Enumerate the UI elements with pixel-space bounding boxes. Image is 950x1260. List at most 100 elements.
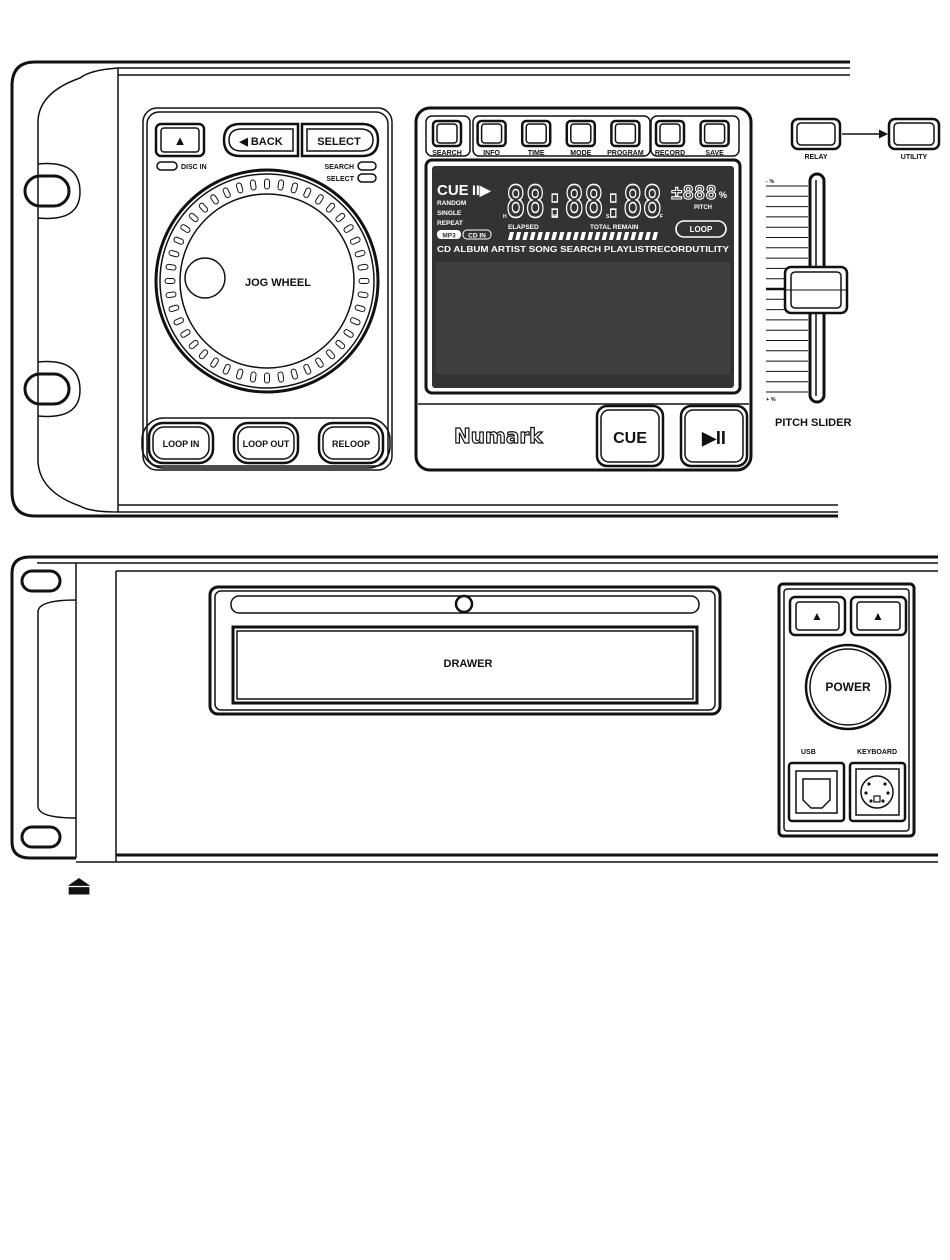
pitch-slider-fader[interactable]: [783, 265, 849, 315]
keyboard-port[interactable]: [848, 761, 907, 823]
jog-notch: [315, 357, 324, 368]
loop-in-button[interactable]: LOOP IN: [147, 421, 215, 465]
progress-segment: [565, 232, 572, 240]
jog-notch: [235, 368, 244, 380]
mode-single: SINGLE: [437, 210, 462, 217]
cue-indicator: CUE: [437, 182, 469, 199]
jog-notch: [277, 179, 285, 191]
pitch-digits: ±888: [671, 182, 717, 204]
lcd-screen: [424, 158, 742, 395]
display-button-time[interactable]: [520, 119, 552, 148]
jog-notch: [222, 363, 231, 375]
jog-notch: [335, 339, 346, 350]
loop-out-label: LOOP OUT: [243, 439, 290, 449]
progress-segment: [529, 232, 536, 240]
eject-button-right[interactable]: ▲: [849, 595, 908, 637]
play-pause-button[interactable]: ▶II: [679, 404, 749, 468]
jog-notch: [357, 263, 369, 271]
select-led-label: SELECT: [326, 176, 354, 183]
drawer-label: DRAWER: [444, 658, 493, 670]
jog-notch: [290, 182, 299, 194]
display-button-label: PROGRAM: [607, 150, 644, 157]
jog-notch: [168, 249, 180, 258]
jog-notch: [358, 278, 370, 284]
reloop-button[interactable]: RELOOP: [317, 421, 385, 465]
progress-segment: [637, 232, 644, 240]
brand-logo: Numark: [454, 424, 543, 448]
jog-wheel[interactable]: JOG WHEEL: [154, 168, 380, 394]
jog-notch: [315, 194, 324, 205]
eject-right-symbol: ▲: [872, 609, 884, 623]
mode-repeat: REPEAT: [437, 220, 463, 227]
jog-notch: [325, 349, 336, 360]
bottom-rack-ear: [10, 555, 938, 860]
jog-notch: [349, 236, 361, 245]
display-button-label: SEARCH: [432, 150, 462, 157]
cdin-badge: CD IN: [468, 233, 486, 240]
display-button-search[interactable]: [431, 119, 463, 148]
relay-label: RELAY: [804, 154, 827, 161]
bottom-mount-slot-lower: [20, 825, 62, 849]
lcd-text-area: [436, 262, 730, 374]
jog-notch: [188, 212, 199, 223]
display-button-mode[interactable]: [565, 119, 597, 148]
top-unit: ▲ ◀ BACK SELECT DISC IN SEARCH SELECT JO…: [10, 60, 941, 518]
progress-segment: [608, 232, 615, 240]
jog-notch: [325, 202, 336, 213]
eject-button[interactable]: ▲: [154, 122, 206, 158]
loop-in-label: LOOP IN: [163, 439, 200, 449]
power-button[interactable]: POWER: [804, 643, 892, 731]
drawer[interactable]: [231, 625, 699, 705]
jog-notch: [180, 224, 191, 233]
time-mark-m: M: [553, 214, 557, 220]
disc-in-led: [156, 161, 178, 171]
jog-notch: [357, 291, 369, 299]
cdin-badge-frame: [462, 229, 492, 240]
jog-finger-dimple: [184, 257, 226, 299]
back-label: ◀ BACK: [238, 136, 282, 148]
jog-notch: [168, 304, 180, 313]
pitch-unit: %: [719, 190, 727, 200]
eject-button-left[interactable]: ▲: [788, 595, 847, 637]
display-button-save[interactable]: [699, 119, 730, 148]
jog-notch: [249, 371, 257, 383]
jog-notch: [222, 187, 231, 199]
relay-button[interactable]: [790, 117, 842, 151]
lcd-segments: CUE II▶ RANDOM SINGLE REPEAT 88:88:88 H …: [437, 176, 730, 254]
back-button[interactable]: ◀ BACK: [222, 122, 300, 158]
search-led-label: SEARCH: [324, 164, 354, 171]
progress-segment: [572, 232, 579, 240]
cue-button[interactable]: CUE: [595, 404, 665, 468]
usb-port[interactable]: [787, 761, 846, 823]
select-label: SELECT: [317, 136, 361, 148]
drawer-frame: [208, 585, 722, 716]
mp3-badge: MP3: [442, 233, 456, 240]
footnote-eject-icon: ⏏: [67, 870, 92, 900]
pitch-slider-label: PITCH SLIDER: [775, 417, 851, 429]
bottom-unit: DRAWER ▲ ▲ POWER USB KEYBOARD: [10, 555, 938, 863]
jog-notch: [165, 291, 177, 299]
display-button-label: INFO: [483, 150, 500, 157]
pitch-lcd-label: PITCH: [694, 205, 712, 211]
jog-notch: [188, 339, 199, 350]
jog-notch: [290, 368, 299, 380]
select-button[interactable]: SELECT: [300, 122, 380, 158]
display-button-label: SAVE: [705, 150, 724, 157]
progress-segment: [601, 232, 608, 240]
eject-left-symbol: ▲: [811, 609, 823, 623]
mp3-badge-frame: [437, 230, 461, 239]
drawer-button[interactable]: [454, 594, 474, 614]
utility-button[interactable]: [887, 117, 941, 151]
progress-segment: [580, 232, 586, 240]
pitch-minus-label: - %: [766, 179, 774, 185]
progress-segment: [652, 232, 658, 240]
display-button-program[interactable]: [610, 119, 641, 148]
disc-in-label: DISC IN: [181, 164, 207, 171]
display-button-label: RECORD: [655, 150, 685, 157]
loop-out-button[interactable]: LOOP OUT: [232, 421, 300, 465]
display-button-record[interactable]: [654, 119, 686, 148]
jog-notch: [164, 278, 176, 284]
display-button-info[interactable]: [476, 119, 507, 148]
progress-segment: [587, 232, 594, 240]
control-module: [777, 582, 916, 838]
